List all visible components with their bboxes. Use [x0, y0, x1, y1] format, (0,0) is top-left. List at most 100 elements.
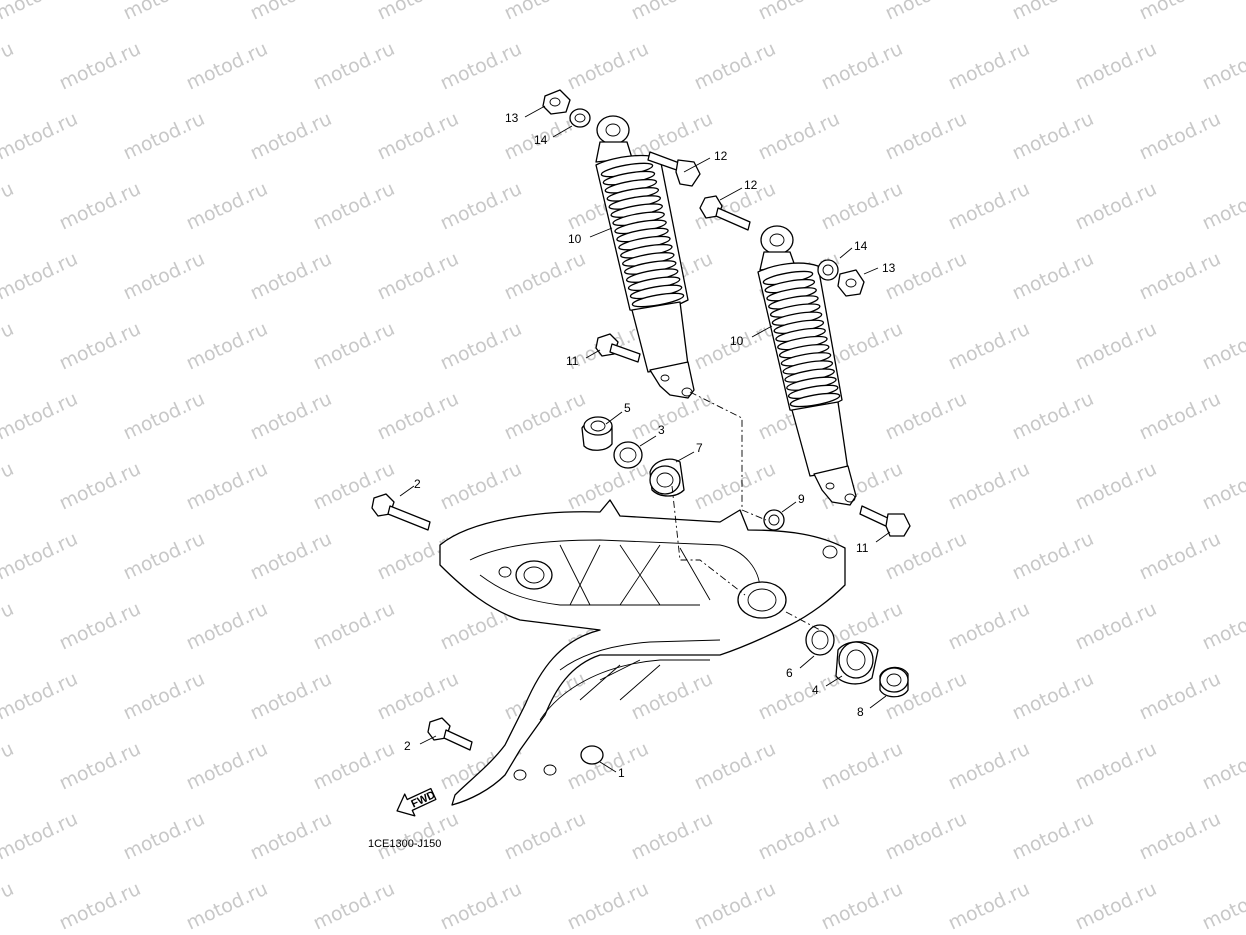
- watermark-text: motod.ru: [1072, 878, 1160, 935]
- watermark-text: motod.ru: [183, 878, 271, 935]
- watermark-text: motod.ru: [945, 318, 1033, 375]
- oil-seal-3[interactable]: [613, 441, 643, 469]
- watermark-text: motod.ru: [247, 0, 335, 25]
- watermark-text: motod.ru: [310, 38, 398, 95]
- watermark-text: motod.ru: [0, 528, 81, 585]
- shock-absorber-right[interactable]: [757, 225, 857, 506]
- watermark-text: motod.ru: [945, 878, 1033, 935]
- watermark-text: motod.ru: [56, 178, 144, 235]
- watermark-text: motod.ru: [1199, 598, 1246, 655]
- watermark-text: motod.ru: [0, 318, 17, 375]
- watermark-text: motod.ru: [1199, 178, 1246, 235]
- callout-8: 8: [857, 705, 864, 719]
- callout-10-left: 10: [568, 232, 582, 246]
- watermark-text: motod.ru: [183, 598, 271, 655]
- watermark-text: motod.ru: [564, 738, 652, 795]
- bolt-11-right[interactable]: [859, 505, 911, 537]
- watermark-text: motod.ru: [374, 248, 462, 305]
- watermark-text: motod.ru: [1009, 808, 1097, 865]
- swingarm[interactable]: [439, 499, 846, 806]
- watermark-text: motod.ru: [564, 38, 652, 95]
- cap-nut-13-left[interactable]: [542, 89, 571, 115]
- watermark-text: motod.ru: [1136, 388, 1224, 445]
- watermark-text: motod.ru: [0, 598, 17, 655]
- watermark-text: motod.ru: [310, 738, 398, 795]
- callout-1: 1: [618, 766, 625, 780]
- watermark-text: motod.ru: [247, 528, 335, 585]
- watermark-text: motod.ru: [437, 178, 525, 235]
- watermark-text: motod.ru: [818, 38, 906, 95]
- callout-10-right: 10: [730, 334, 744, 348]
- watermark-text: motod.ru: [0, 668, 81, 725]
- watermark-text: motod.ru: [0, 458, 17, 515]
- watermark-text: motod.ru: [1136, 0, 1224, 25]
- bearing-4[interactable]: [835, 641, 879, 685]
- watermark-text: motod.ru: [437, 38, 525, 95]
- watermark-text: motod.ru: [501, 0, 589, 25]
- callout-7: 7: [696, 441, 703, 455]
- bolt-12-lower[interactable]: [699, 195, 751, 231]
- watermark-text: motod.ru: [120, 528, 208, 585]
- callout-13-right: 13: [882, 261, 896, 275]
- bush-9[interactable]: [763, 509, 785, 531]
- watermark-text: motod.ru: [1199, 738, 1246, 795]
- callout-14-left: 14: [534, 133, 548, 147]
- watermark-text: motod.ru: [0, 0, 81, 25]
- watermark-text: motod.ru: [691, 738, 779, 795]
- watermark-text: motod.ru: [1009, 0, 1097, 25]
- callout-11-left: 11: [566, 354, 579, 368]
- watermark-text: motod.ru: [1009, 388, 1097, 445]
- watermark-text: motod.ru: [247, 808, 335, 865]
- watermark-text: motod.ru: [56, 458, 144, 515]
- bolt-11-left[interactable]: [595, 333, 641, 363]
- bolt-2-lower[interactable]: [427, 717, 473, 751]
- watermark-text: motod.ru: [1136, 248, 1224, 305]
- watermark-text: motod.ru: [755, 108, 843, 165]
- callout-5: 5: [624, 401, 631, 415]
- bolt-2-upper[interactable]: [371, 493, 431, 531]
- watermark-text: motod.ru: [183, 178, 271, 235]
- bearing-7[interactable]: [649, 458, 685, 497]
- watermark-text: motod.ru: [183, 38, 271, 95]
- collar-8[interactable]: [879, 666, 909, 698]
- callout-12-upper: 12: [714, 149, 728, 163]
- watermark-text: motod.ru: [120, 668, 208, 725]
- watermark-text: motod.ru: [945, 178, 1033, 235]
- watermark-text: motod.ru: [0, 248, 81, 305]
- watermark-text: motod.ru: [183, 318, 271, 375]
- watermark-text: motod.ru: [0, 38, 17, 95]
- watermark-text: motod.ru: [437, 318, 525, 375]
- callout-14-right: 14: [854, 239, 868, 253]
- watermark-text: motod.ru: [0, 388, 81, 445]
- watermark-text: motod.ru: [882, 248, 970, 305]
- shock-absorber-left[interactable]: [595, 115, 695, 399]
- washer-14-left[interactable]: [569, 108, 591, 128]
- washer-14-right[interactable]: [817, 259, 839, 281]
- watermark-text: motod.ru: [374, 808, 462, 865]
- spring-coil: [789, 392, 841, 408]
- watermark-text: motod.ru: [0, 878, 17, 935]
- collar-5[interactable]: [581, 416, 613, 451]
- watermark-text: motod.ru: [1199, 38, 1246, 95]
- watermark-text: motod.ru: [1199, 878, 1246, 935]
- watermark-text: motod.ru: [120, 388, 208, 445]
- watermark-text: motod.ru: [1072, 738, 1160, 795]
- callout-12-lower: 12: [744, 178, 758, 192]
- watermark-text: motod.ru: [56, 598, 144, 655]
- oil-seal-6[interactable]: [805, 624, 835, 656]
- callout-9: 9: [798, 492, 805, 506]
- watermark-text: motod.ru: [501, 388, 589, 445]
- watermark-text: motod.ru: [183, 458, 271, 515]
- watermark-text: motod.ru: [0, 108, 81, 165]
- watermark-text: motod.ru: [882, 0, 970, 25]
- watermark-text: motod.ru: [310, 318, 398, 375]
- watermark-text: motod.ru: [1072, 38, 1160, 95]
- watermark-text: motod.ru: [628, 808, 716, 865]
- watermark-text: motod.ru: [1072, 458, 1160, 515]
- assembly-lines: [671, 391, 821, 631]
- watermark-text: motod.ru: [247, 108, 335, 165]
- watermark-text: motod.ru: [247, 668, 335, 725]
- watermark-text: motod.ru: [0, 178, 17, 235]
- cap-nut-13-right[interactable]: [837, 269, 865, 297]
